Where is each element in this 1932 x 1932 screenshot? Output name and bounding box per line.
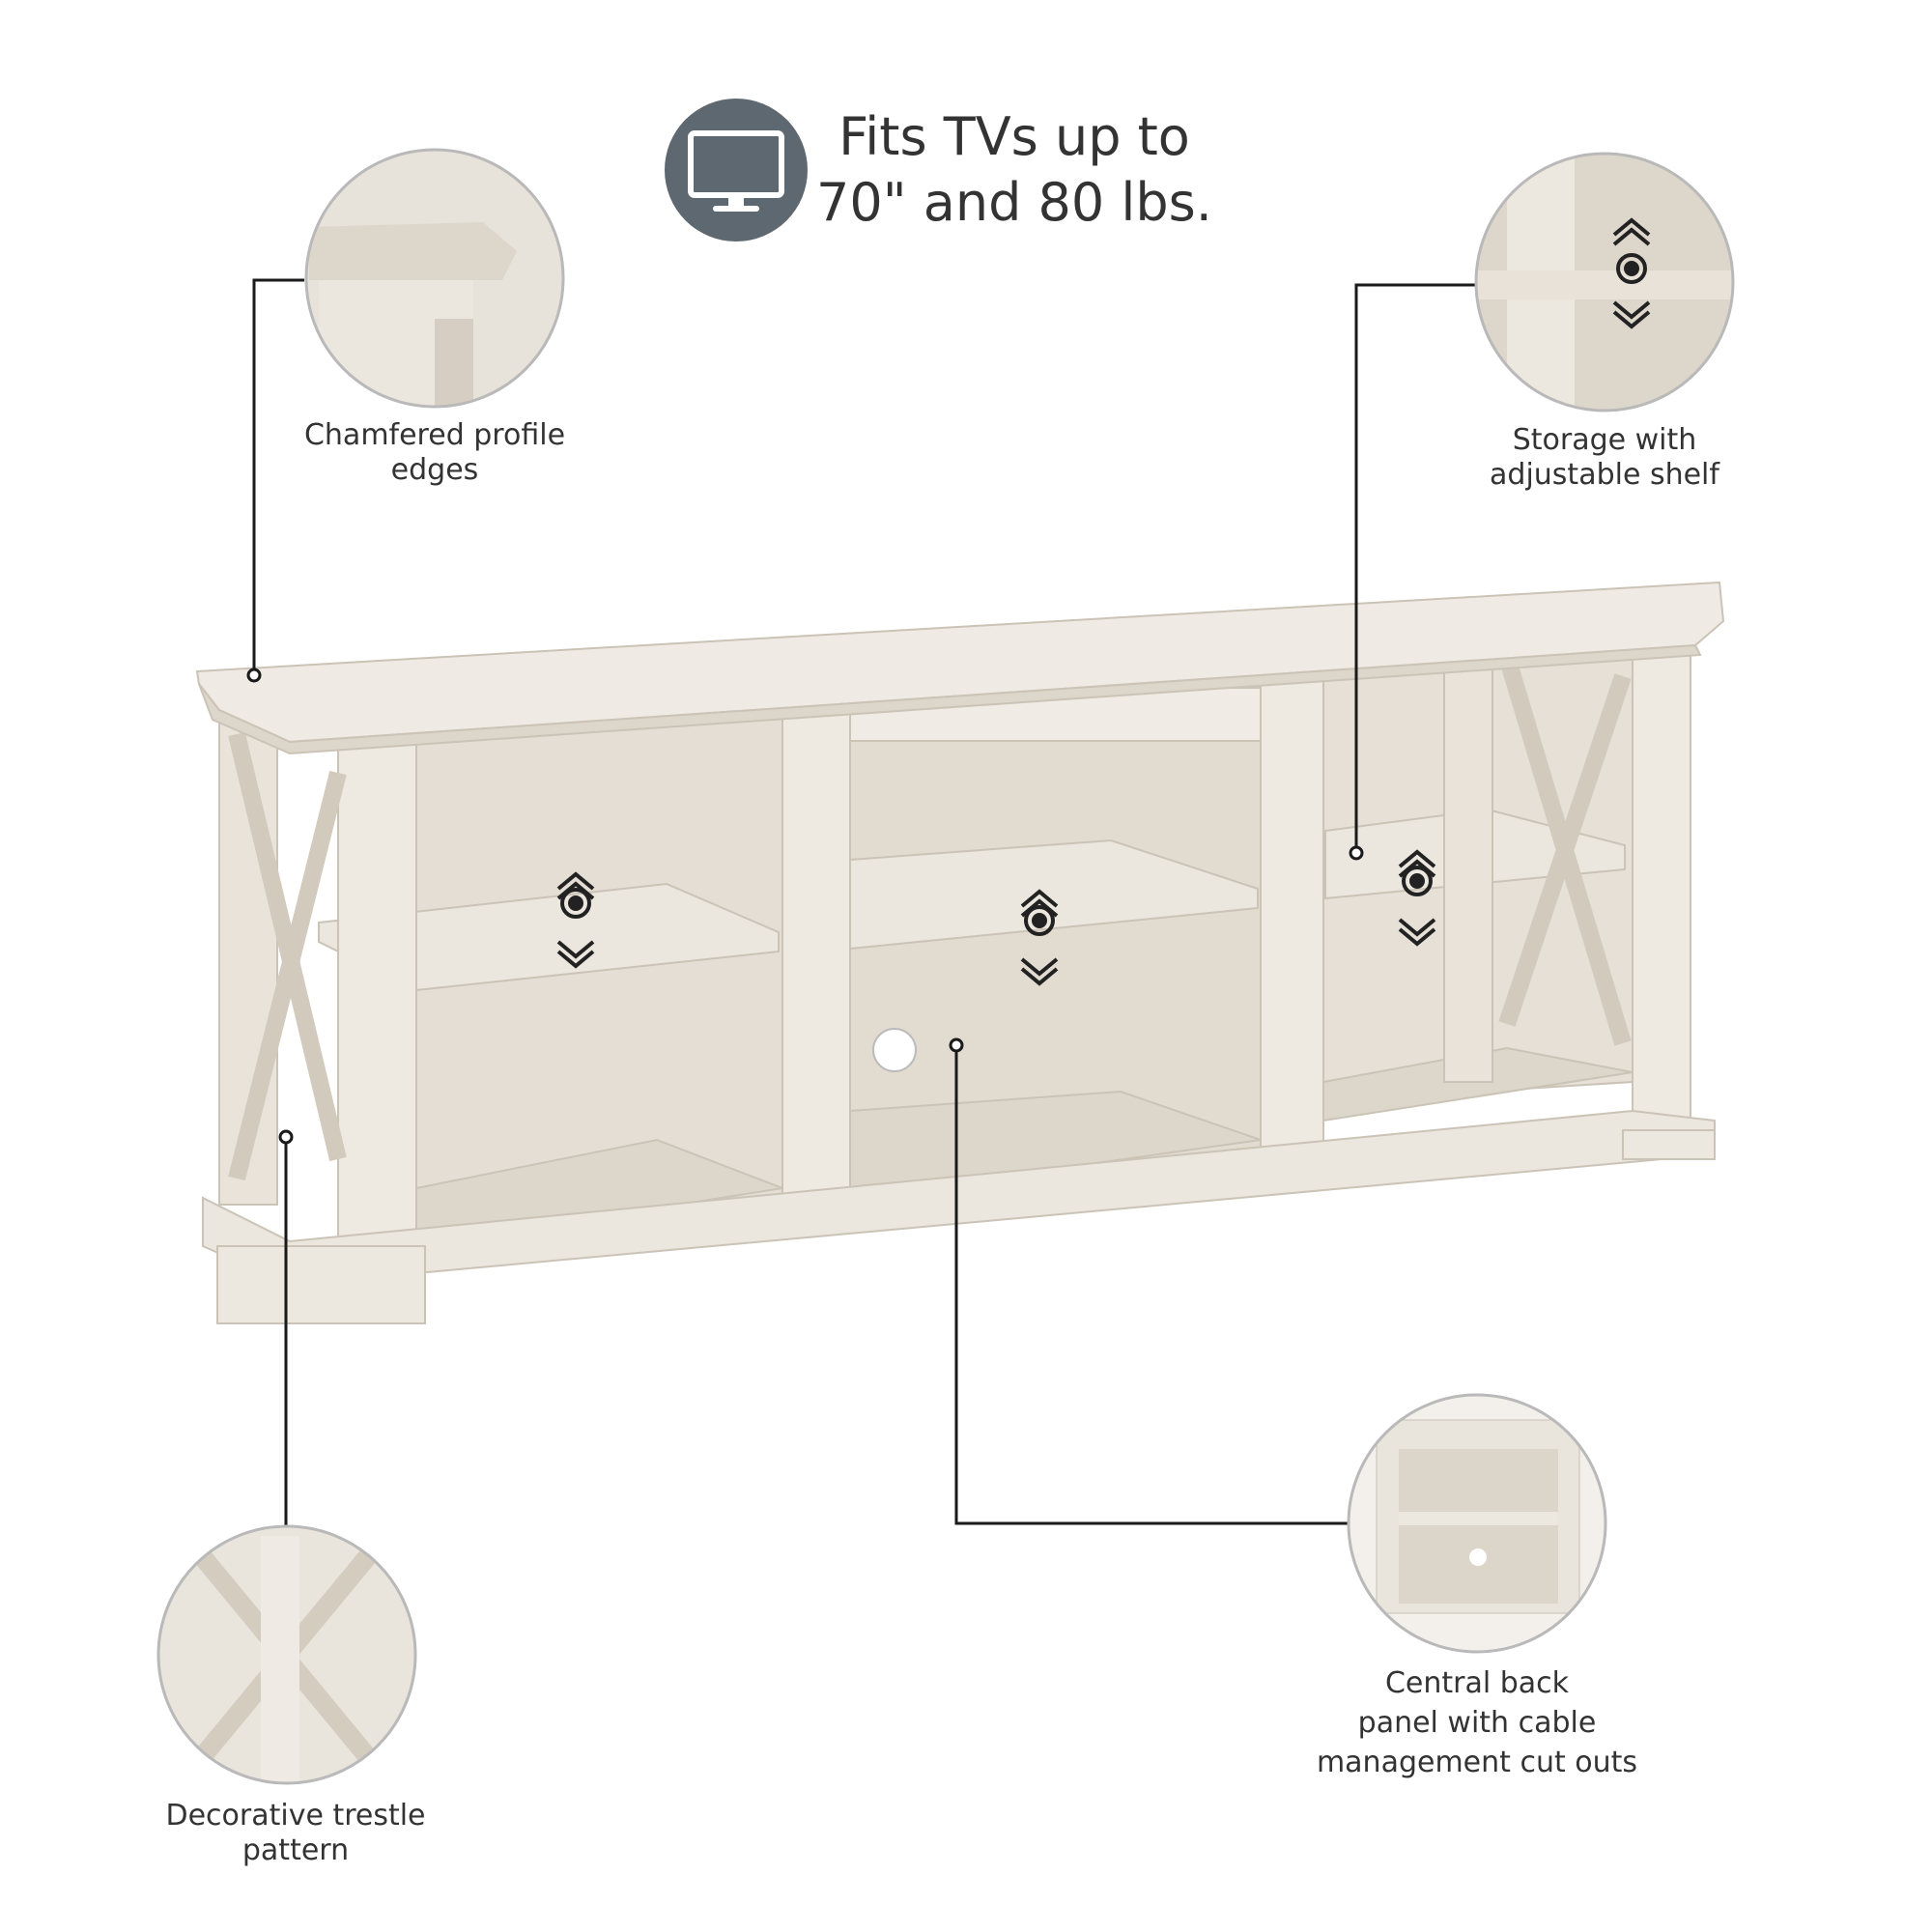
label-line: Central back — [1384, 1666, 1570, 1700]
callout-lines — [246, 278, 1475, 1525]
detail-back-panel — [1347, 1393, 1607, 1654]
label-line: Storage with — [1512, 423, 1697, 457]
label-line: adjustable shelf — [1490, 458, 1719, 492]
tv-capacity-headline: Fits TVs up to 70" and 80 lbs. — [811, 104, 1217, 236]
label-line: pattern — [242, 1833, 350, 1867]
label-trestle: Decorative trestle pattern — [93, 1799, 498, 1868]
label-line: Decorative trestle — [165, 1799, 426, 1833]
headline-line-1: Fits TVs up to — [838, 106, 1190, 167]
tv-stand — [195, 581, 1725, 1324]
label-line: edges — [390, 453, 479, 487]
shelf-adjust-arrows — [556, 849, 1436, 986]
detail-adjustable-shelf — [1474, 152, 1735, 412]
label-storage: Storage with adjustable shelf — [1402, 423, 1807, 493]
label-central: Central back panel with cable management… — [1274, 1663, 1680, 1782]
headline-line-2: 70" and 80 lbs. — [816, 172, 1212, 233]
label-line: Chamfered profile — [303, 418, 566, 452]
label-line: management cut outs — [1316, 1746, 1638, 1779]
detail-chamfered-edge — [304, 148, 565, 409]
label-chamfered: Chamfered profile edges — [232, 418, 638, 488]
label-line: panel with cable — [1357, 1706, 1597, 1740]
tv-monitor-icon — [665, 99, 808, 242]
detail-trestle — [156, 1524, 417, 1785]
